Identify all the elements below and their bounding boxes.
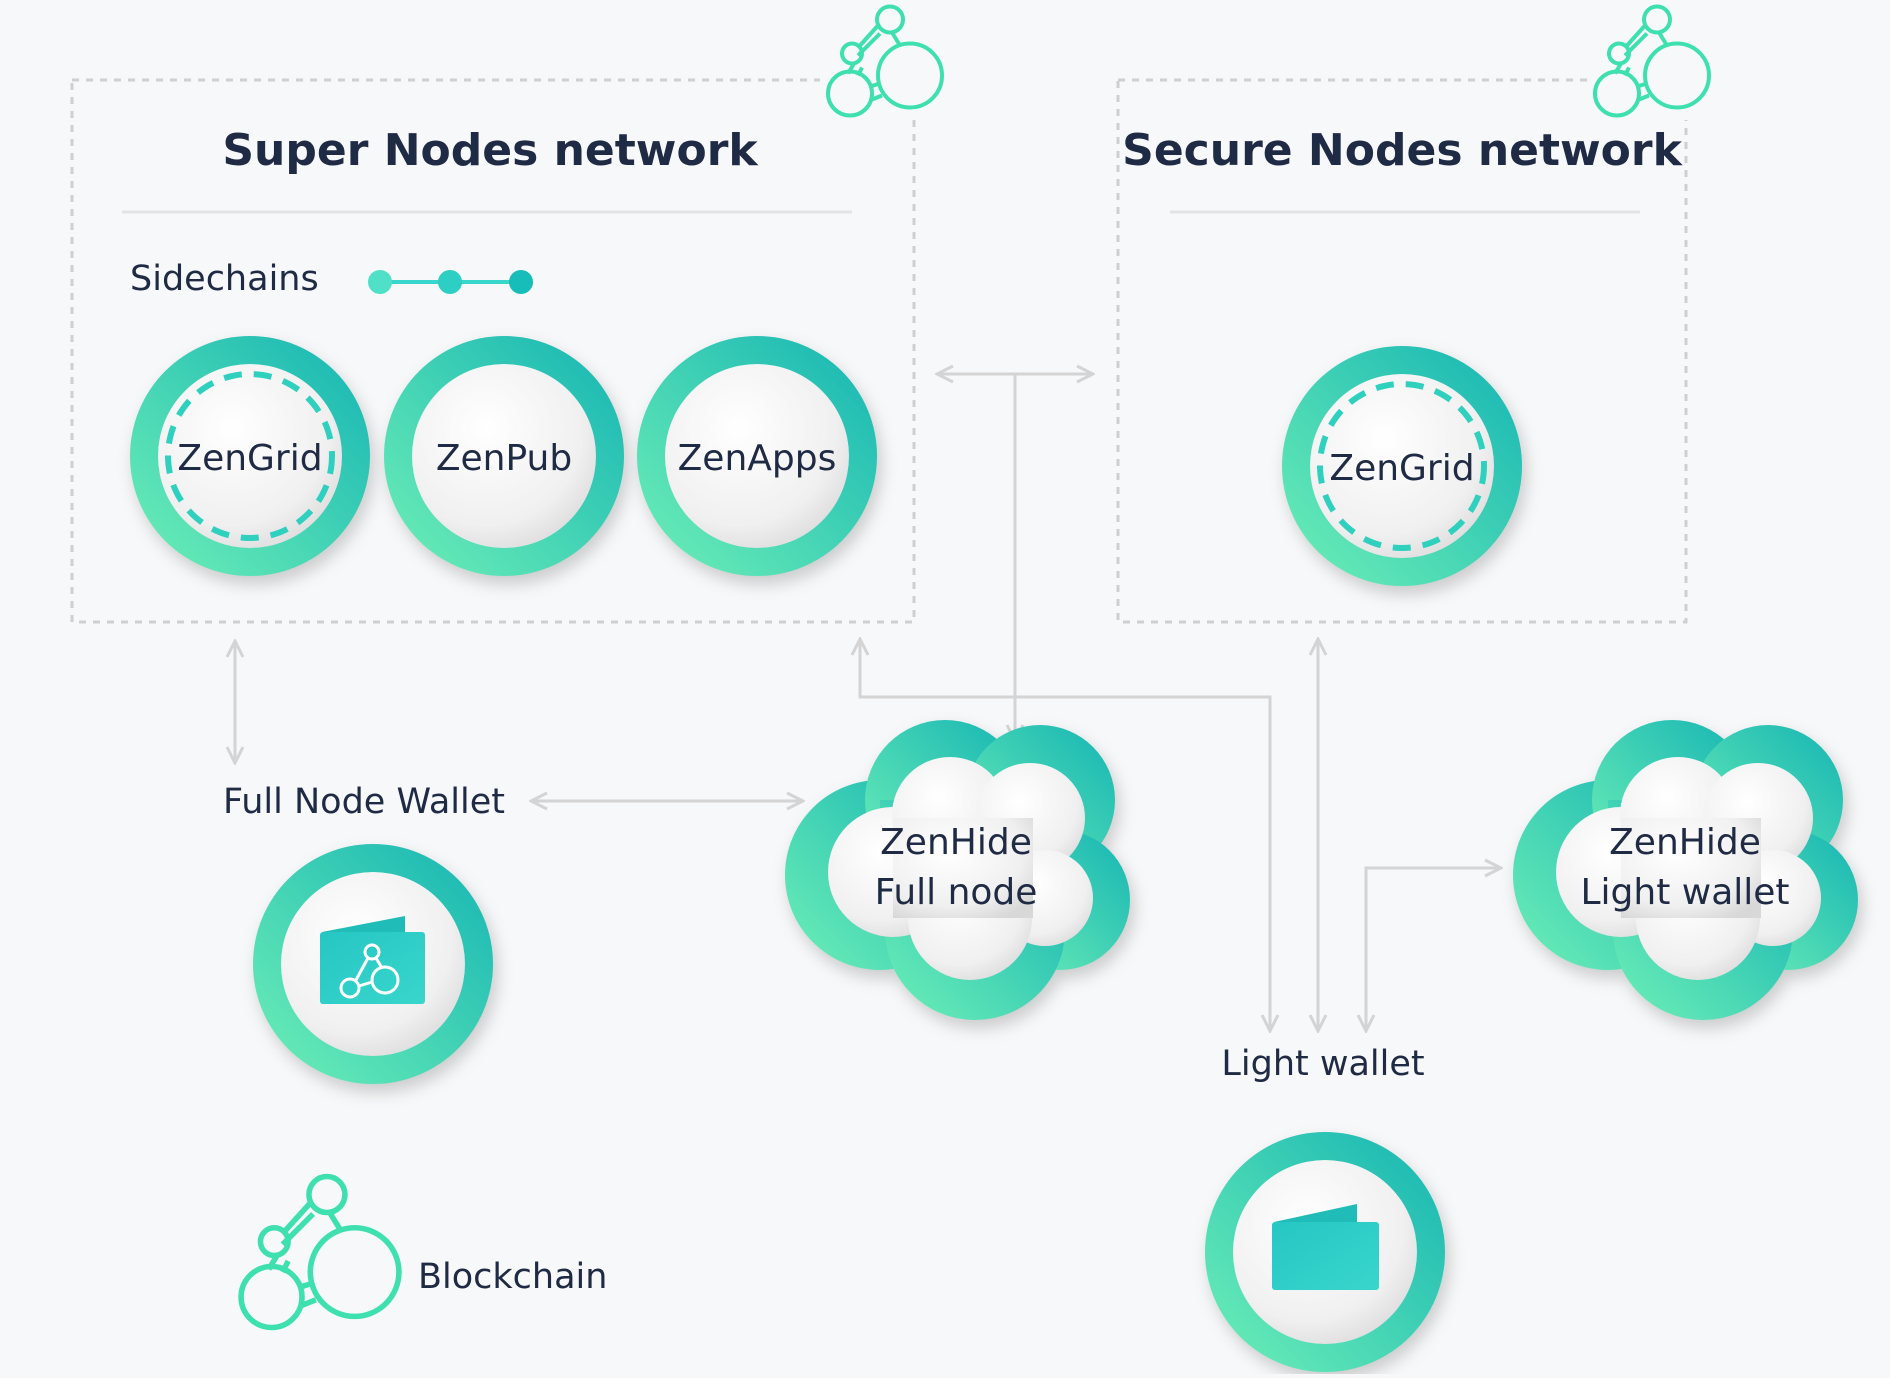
secure-nodes-box: [1116, 78, 1688, 624]
full-node-wallet-label: Full Node Wallet: [223, 782, 505, 822]
super-nodes-title: Super Nodes network: [222, 125, 759, 176]
node-zengrid-secure: ZenGrid: [1282, 346, 1522, 586]
wallet-icon: [1272, 1204, 1379, 1290]
zenhide-light-line1: ZenHide: [1609, 822, 1761, 863]
sidechains-label: Sidechains: [130, 259, 319, 299]
zenhide-light-line2: Light wallet: [1580, 872, 1789, 913]
full-node-wallet-node: [253, 844, 493, 1084]
node-label: ZenPub: [436, 438, 572, 479]
zenhide-full-line1: ZenHide: [880, 822, 1032, 863]
super-nodes-box: [70, 78, 916, 624]
node-label: ZenGrid: [177, 438, 322, 479]
connectors: [235, 374, 1500, 1030]
secure-nodes-title: Secure Nodes network: [1122, 125, 1683, 176]
blockchain-legend: Blockchain: [241, 1177, 607, 1328]
wallet-blockchain-icon: [320, 916, 425, 1004]
node-zenpub: ZenPub: [384, 336, 624, 576]
node-zengrid-super: ZenGrid: [130, 336, 370, 576]
blockchain-legend-label: Blockchain: [418, 1257, 607, 1297]
zenhide-light-wallet-cloud: ZenHide Light wallet: [1513, 720, 1858, 1020]
node-zenapps: ZenApps: [637, 336, 877, 576]
node-label: ZenApps: [678, 438, 837, 479]
zenhide-full-line2: Full node: [875, 872, 1038, 913]
blockchain-icon: [241, 1177, 399, 1328]
light-wallet-node: [1205, 1132, 1445, 1372]
arrow-lightwallet-to-zenhide-light: [1366, 868, 1500, 1030]
node-label: ZenGrid: [1329, 448, 1474, 489]
sidechains-icon: [368, 270, 533, 294]
arrow-super-to-lightwallet: [860, 640, 1270, 1030]
zenhide-full-node-cloud: ZenHide Full node: [785, 720, 1130, 1020]
light-wallet-label: Light wallet: [1221, 1044, 1424, 1084]
